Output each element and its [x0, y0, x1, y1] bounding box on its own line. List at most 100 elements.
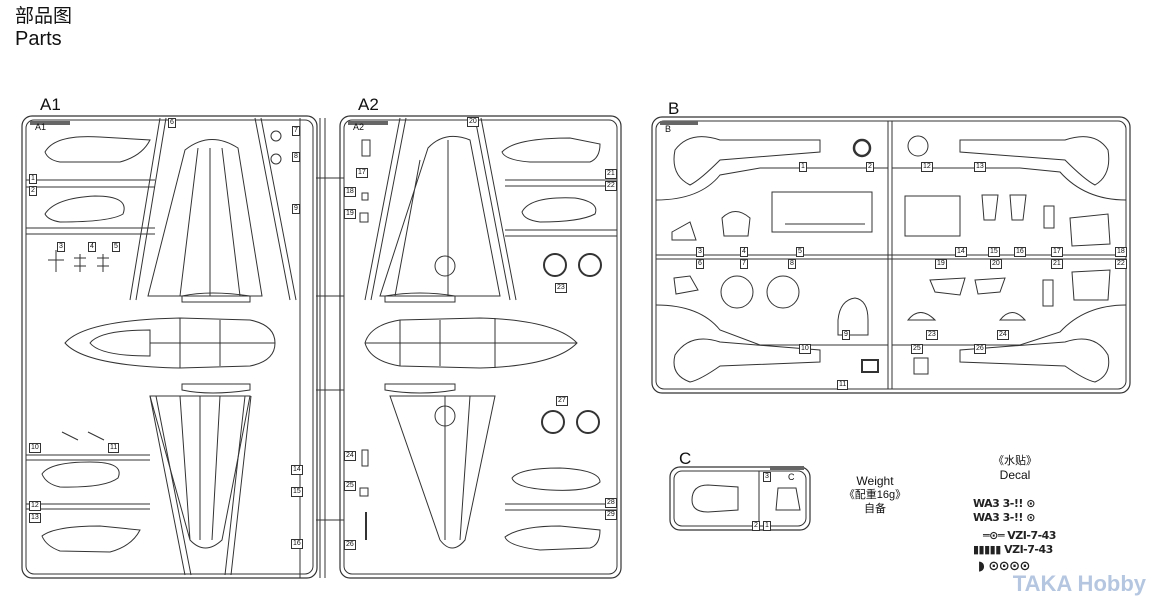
decal-label-cn: 《水贴》: [993, 455, 1037, 467]
sprue-c-code: [770, 466, 804, 470]
engine-nacelles-a1: [181, 292, 251, 394]
part-number-b-8: 8: [788, 259, 796, 269]
sprue-b-frame: [651, 116, 1131, 394]
floor-part-14: [904, 195, 961, 237]
part-number-b-16: 16: [1014, 247, 1026, 257]
part-number-a2-20: 20: [467, 117, 479, 127]
page-title-cn: 部品图: [15, 5, 73, 27]
part-number-a1-6: 6: [168, 118, 176, 128]
part-number-a1-4: 4: [88, 242, 96, 252]
part-number-a2-24: 24: [344, 451, 356, 461]
wing-hole-lower: [434, 405, 456, 427]
part-number-a1-11: 11: [108, 443, 120, 453]
part-number-b-4: 4: [740, 247, 748, 257]
decal-row: WA3 3-!! ⊙: [973, 511, 1035, 524]
sprue-a2: [316, 115, 622, 579]
part-number-a2-22: 22: [605, 181, 617, 191]
part-number-a1-16: 16: [291, 539, 303, 549]
part-number-a2-21: 21: [605, 169, 617, 179]
wing-upper-left: [147, 139, 263, 297]
wing-hole-upper: [434, 255, 456, 277]
part-number-b-3: 3: [696, 247, 704, 257]
part-number-a1-13: 13: [29, 513, 41, 523]
sprue-a2-frame-inner: [343, 119, 618, 575]
disc-part-12: [907, 135, 929, 157]
part-number-b-10: 10: [799, 344, 811, 354]
part-number-b-7: 7: [740, 259, 748, 269]
drop-tank-part-21: [501, 137, 601, 163]
watermark: TAKA Hobby: [1012, 571, 1146, 596]
part-number-a1-2: 2: [29, 186, 37, 196]
decal-row: ▮▮▮▮▮ VZI-7-43: [973, 543, 1053, 556]
parts-15-16: [981, 194, 1027, 221]
part-number-a2-23: 23: [555, 283, 567, 293]
part-number-b-19: 19: [935, 259, 947, 269]
part-number-a2-25: 25: [344, 481, 356, 491]
part-11: [861, 359, 879, 373]
decal-row: WA3 3-!! ⊙: [973, 497, 1035, 510]
part-number-b-18: 18: [1115, 247, 1127, 257]
sprue-tag-c: C: [788, 472, 795, 482]
part-number-a1-10: 10: [29, 443, 41, 453]
weight-label-en: Weight: [856, 474, 894, 488]
part-3-c: [775, 487, 801, 511]
part-number-b-13: 13: [974, 162, 986, 172]
part-number-a2-29: 29: [605, 510, 617, 520]
seat-part-9: [837, 297, 869, 336]
part-number-b-12: 12: [921, 162, 933, 172]
part-number-c-1: 1: [763, 521, 771, 531]
part-number-b-6: 6: [696, 259, 704, 269]
decal-row: ═⊙═ VZI-7-43: [983, 529, 1056, 542]
part-number-a1-3: 3: [57, 242, 65, 252]
sprue-c-frame-inner: [673, 470, 807, 527]
wing-lower-right: [389, 395, 496, 549]
instrument-panel-part-4: [721, 211, 751, 237]
decal-row: ◗ ⊙⊙⊙⊙: [978, 559, 1030, 574]
drop-tank-part-29: [504, 525, 601, 551]
part-number-b-20: 20: [990, 259, 1002, 269]
sprue-a1-frame: [21, 115, 318, 579]
decal-label-en: Decal: [999, 468, 1031, 482]
part-number-a1-9: 9: [292, 204, 300, 214]
drop-tank-part-13: [41, 525, 141, 553]
sprue-label-c: C: [679, 449, 692, 468]
sprue-tag-a2: A2: [353, 122, 365, 132]
wheels-27: [541, 410, 600, 434]
part-number-b-15: 15: [988, 247, 1000, 257]
drop-tank-part-22: [521, 197, 597, 223]
part-number-a2-26: 26: [344, 540, 356, 550]
part-number-a1-1: 1: [29, 174, 37, 184]
tail-boom-part-1: [673, 136, 821, 186]
decal-sheet: WA3 3-!! ⊙ WA3 3-!! ⊙ ═⊙═ VZI-7-43 ▮▮▮▮▮…: [973, 497, 1065, 587]
part-7: [720, 275, 754, 309]
sprue-b: [651, 116, 1131, 394]
part-number-b-22: 22: [1115, 259, 1127, 269]
part-3: [671, 221, 697, 241]
sprue-c-frame: [669, 466, 811, 531]
sprue-label-b: B: [668, 99, 680, 118]
sprue-a2-code: [348, 121, 388, 125]
small-parts-3-5: [48, 250, 109, 272]
part-number-a2-17: 17: [356, 168, 368, 178]
fuselage-half-a1: [64, 317, 276, 369]
parts-23-24: [906, 312, 1027, 321]
parts-18-22: [1069, 213, 1111, 301]
part-number-b-5: 5: [796, 247, 804, 257]
sprue-label-a2: A2: [358, 95, 379, 114]
sprue-a1: [21, 115, 318, 579]
part-number-b-26: 26: [974, 344, 986, 354]
sprue-tag-b: B: [665, 124, 672, 134]
part-number-b-24: 24: [997, 330, 1009, 340]
a1-runners-horizontal: [26, 179, 155, 510]
part-number-b-25: 25: [911, 344, 923, 354]
ring-part-2: [852, 138, 872, 158]
wing-lower-left: [149, 395, 251, 549]
tail-boom-part-10: [673, 338, 821, 383]
part-number-b-11: 11: [837, 380, 849, 390]
part-8: [766, 275, 800, 309]
drop-tank-part-2: [44, 195, 125, 223]
part-number-a2-18: 18: [344, 187, 356, 197]
sprue-label-a1: A1: [40, 95, 61, 114]
engine-nacelles-a2: [384, 292, 456, 394]
